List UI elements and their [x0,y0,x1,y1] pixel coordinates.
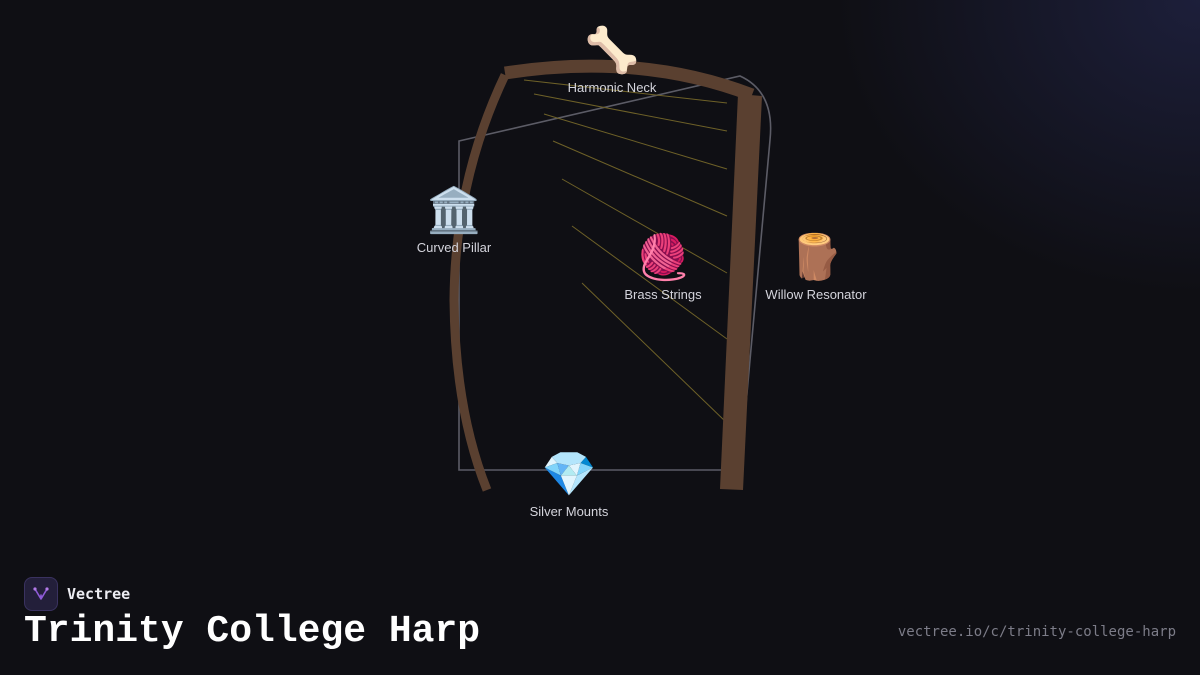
page-title: Trinity College Harp [24,610,481,653]
node-curved-pillar[interactable]: 🏛️ Curved Pillar [417,186,491,255]
string-line [571,225,728,340]
page-url[interactable]: vectree.io/c/trinity-college-harp [897,624,1176,640]
string-line [552,140,728,217]
string-line [561,178,728,274]
classical-building-icon: 🏛️ [426,186,482,235]
node-label: Willow Resonator [765,287,867,302]
node-label: Silver Mounts [529,504,609,519]
vectree-logo-icon [24,577,58,611]
brand-name: Vectree [67,585,131,603]
node-label: Curved Pillar [416,240,492,255]
yarn-ball-icon: 🧶 [635,233,691,282]
node-harmonic-neck[interactable]: 🦴 Harmonic Neck [568,26,657,95]
string-line [533,93,728,132]
harp-soundbox [720,94,762,490]
harp-strings [523,79,728,424]
harp-pillar [449,73,510,492]
gem-icon: 💎 [541,450,597,499]
node-label: Brass Strings [624,287,702,302]
string-line [523,79,728,104]
node-brass-strings[interactable]: 🧶 Brass Strings [624,233,701,302]
harp-outline [458,75,772,471]
wood-log-icon: 🪵 [788,233,844,282]
node-silver-mounts[interactable]: 💎 Silver Mounts [530,450,609,519]
brand[interactable]: Vectree [24,577,130,611]
harp-neck [504,59,755,102]
node-willow-resonator[interactable]: 🪵 Willow Resonator [765,233,866,302]
bone-icon: 🦴 [584,26,640,75]
string-line [543,113,728,170]
string-line [581,282,728,424]
node-label: Harmonic Neck [567,80,657,95]
